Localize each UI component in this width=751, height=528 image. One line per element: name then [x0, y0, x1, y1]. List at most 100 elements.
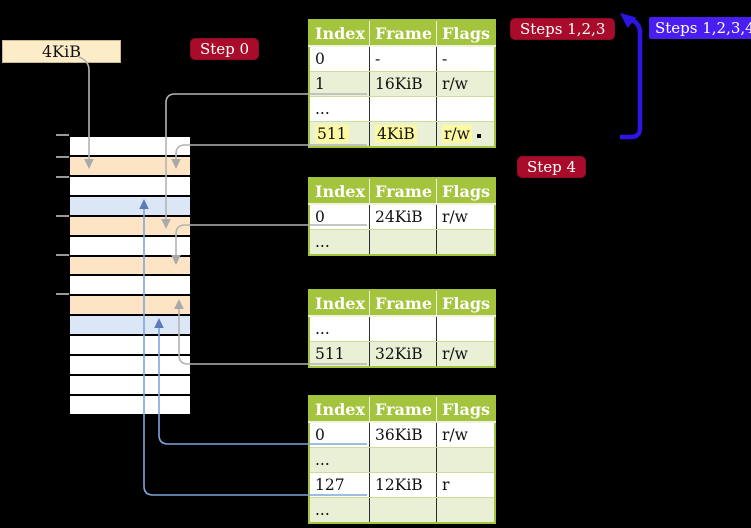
- col-header-flags: Flags: [436, 396, 496, 423]
- col-header-flags: Flags: [436, 178, 496, 205]
- memory-tick: [56, 156, 69, 158]
- col-header-index: Index: [309, 20, 371, 47]
- memory-frame-free: [70, 137, 190, 157]
- step0-badge: Step 0: [190, 38, 260, 60]
- cell-flags: [436, 229, 496, 256]
- page-table-level-2: Index Frame Flags ... 511 32KiB r/w: [308, 289, 497, 368]
- table-row: 511 32KiB r/w: [309, 341, 496, 368]
- col-header-frame: Frame: [369, 396, 438, 423]
- memory-tick: [56, 176, 69, 178]
- steps-123-badge: Steps 1,2,3: [510, 18, 616, 40]
- memory-frame-free: [70, 276, 190, 297]
- memory-tick: [56, 293, 69, 295]
- memory-frame-page-table: [70, 156, 190, 177]
- cell-flags: [436, 447, 496, 473]
- memory-frame-page-table: [70, 216, 190, 237]
- cell-flags: [436, 96, 496, 122]
- cell-frame: [369, 229, 437, 256]
- memory-frame-free: [70, 395, 190, 414]
- table-row-highlighted: 511 4KiB r/w: [309, 121, 496, 148]
- cell-index: ...: [309, 96, 370, 122]
- col-header-frame: Frame: [369, 290, 438, 317]
- table-row: ...: [309, 96, 496, 122]
- cell-frame: -: [369, 46, 437, 72]
- cell-index: 0: [309, 46, 370, 72]
- recursive-loop-arrowhead: [620, 13, 637, 28]
- memory-frame-free: [70, 176, 190, 197]
- cell-frame: 12KiB: [369, 472, 437, 498]
- cell-index: 127: [309, 472, 370, 498]
- cell-frame: 16KiB: [369, 71, 437, 97]
- memory-tick: [56, 254, 69, 256]
- table-row: 0 - -: [309, 46, 496, 72]
- table-row: ...: [309, 497, 496, 524]
- table-row: ...: [309, 229, 496, 256]
- table-row: 1 16KiB r/w: [309, 71, 496, 97]
- memory-tick: [56, 215, 69, 217]
- cell-index: 511: [309, 341, 370, 368]
- cell-flags: r/w: [436, 121, 496, 148]
- table-header-row: Index Frame Flags: [309, 290, 496, 317]
- table-header-row: Index Frame Flags: [309, 20, 496, 47]
- page-table-level-3: Index Frame Flags 0 24KiB r/w ...: [308, 177, 497, 256]
- highlighted-value: r/w: [442, 125, 472, 143]
- col-header-index: Index: [309, 178, 371, 205]
- page-table-level-1: Index Frame Flags 0 36KiB r/w ... 127 12…: [308, 395, 497, 524]
- cell-flags: [436, 497, 496, 524]
- cell-flags: r/w: [436, 71, 496, 97]
- cell-frame: [369, 447, 437, 473]
- table-header-row: Index Frame Flags: [309, 396, 496, 423]
- table-header-row: Index Frame Flags: [309, 178, 496, 205]
- memory-frame-free: [70, 336, 190, 357]
- memory-frame-mapped: [70, 316, 190, 337]
- cell-index: ...: [309, 316, 370, 342]
- recursive-loop-arrow: [620, 17, 643, 140]
- cell-index: ...: [309, 497, 370, 524]
- memory-column: [70, 137, 190, 414]
- step4-badge: Step 4: [517, 156, 587, 178]
- cell-frame: [369, 497, 437, 524]
- cell-index: 1: [309, 71, 370, 97]
- memory-frame-mapped: [70, 196, 190, 217]
- table-row: ...: [309, 447, 496, 473]
- memory-frame-free: [70, 356, 190, 377]
- cell-flags: r/w: [436, 422, 496, 448]
- memory-frame-free: [70, 236, 190, 257]
- highlighted-value: 511: [315, 125, 349, 143]
- cell-frame: 32KiB: [369, 341, 437, 368]
- cell-flags: [436, 316, 496, 342]
- highlighted-value: 4KiB: [375, 125, 417, 143]
- col-header-index: Index: [309, 396, 371, 423]
- cell-frame: 4KiB: [369, 121, 437, 148]
- cell-frame: 24KiB: [369, 204, 437, 230]
- steps-1234-badge: Steps 1,2,3,4: [649, 17, 751, 39]
- memory-frame-free: [70, 376, 190, 396]
- col-header-frame: Frame: [369, 20, 438, 47]
- memory-frame-page-table: [70, 256, 190, 277]
- cell-frame: [369, 316, 437, 342]
- page-table-level-4: Index Frame Flags 0 - - 1 16KiB r/w ... …: [308, 19, 497, 148]
- frame-size-label: 4KiB: [2, 40, 121, 63]
- cell-frame: [369, 96, 437, 122]
- cell-index: 0: [309, 422, 370, 448]
- col-header-frame: Frame: [369, 178, 438, 205]
- cell-frame: 36KiB: [369, 422, 437, 448]
- memory-tick: [56, 134, 69, 136]
- table-row: 127 12KiB r: [309, 472, 496, 498]
- cell-flags: r/w: [436, 341, 496, 368]
- cell-flags: r: [436, 472, 496, 498]
- line-end-dot: [477, 134, 481, 138]
- table-row: ...: [309, 316, 496, 342]
- memory-frame-page-table: [70, 296, 190, 317]
- col-header-index: Index: [309, 290, 371, 317]
- col-header-flags: Flags: [436, 20, 496, 47]
- cell-index: 0: [309, 204, 370, 230]
- cell-index: ...: [309, 229, 370, 256]
- col-header-flags: Flags: [436, 290, 496, 317]
- table-row: 0 36KiB r/w: [309, 422, 496, 448]
- table-row: 0 24KiB r/w: [309, 204, 496, 230]
- cell-flags: -: [436, 46, 496, 72]
- cell-index: ...: [309, 447, 370, 473]
- cell-flags: r/w: [436, 204, 496, 230]
